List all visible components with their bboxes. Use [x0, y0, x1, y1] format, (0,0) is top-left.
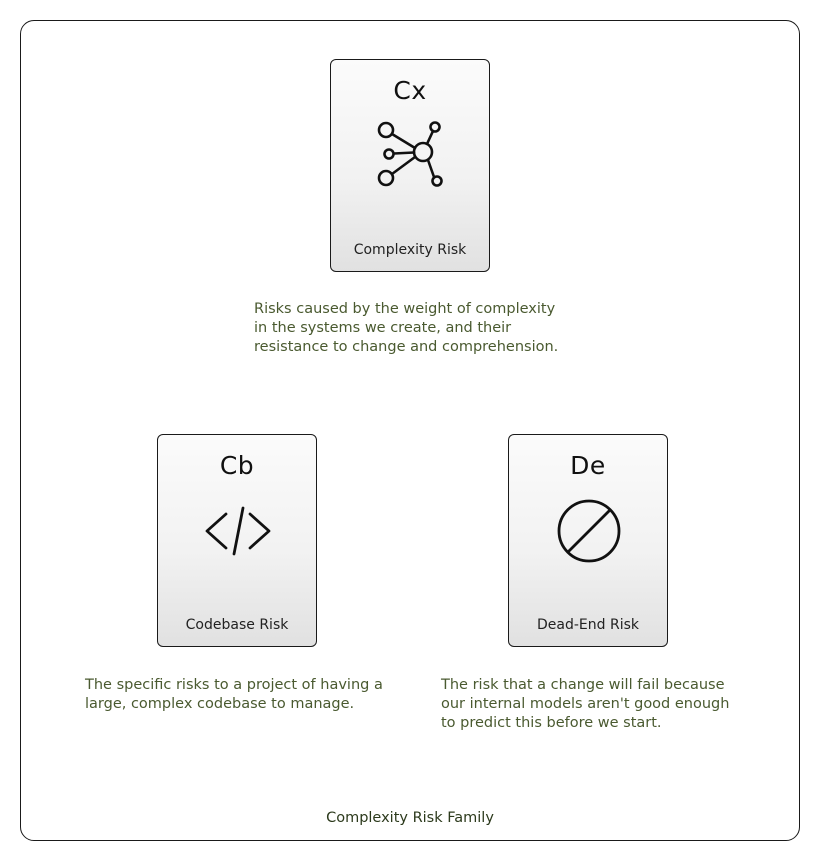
network-icon	[377, 121, 443, 187]
diagram-caption: Complexity Risk Family	[326, 810, 494, 826]
code-brackets-icon	[205, 506, 271, 556]
card-codebase-risk: Cb Codebase Risk	[157, 434, 317, 647]
no-entry-icon	[557, 499, 621, 563]
description-dead-end-risk: The risk that a change will fail because…	[441, 677, 730, 731]
card-dead-end-risk: De Dead-End Risk	[508, 434, 668, 647]
description-complexity-risk: Risks caused by the weight of complexity…	[254, 301, 559, 355]
card-abbreviation: Cb	[219, 451, 255, 480]
card-name: Codebase Risk	[185, 617, 289, 633]
card-abbreviation: De	[570, 451, 606, 480]
description-codebase-risk: The specific risks to a project of havin…	[85, 677, 383, 712]
card-abbreviation: Cx	[393, 76, 427, 105]
card-name: Complexity Risk	[353, 242, 467, 258]
diagram-frame	[20, 20, 800, 841]
card-name: Dead-End Risk	[537, 617, 639, 633]
card-complexity-risk: Cx Complexity Risk	[330, 59, 490, 272]
